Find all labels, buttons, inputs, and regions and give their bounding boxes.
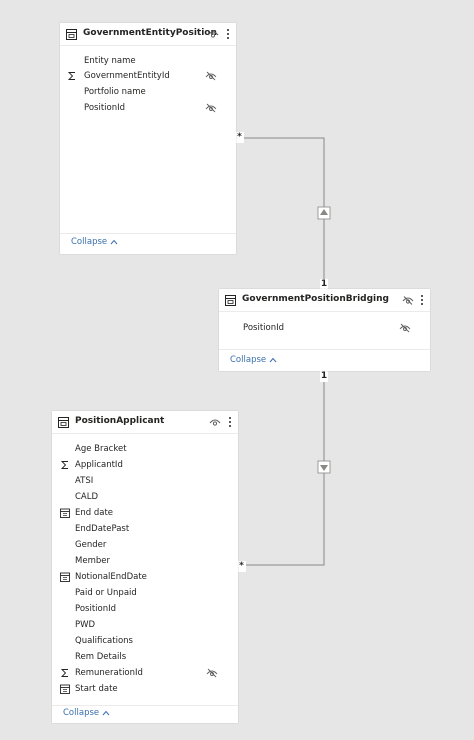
eye-slash-icon[interactable] <box>206 668 218 678</box>
field-row[interactable]: EndDatePast <box>75 524 130 534</box>
field-row[interactable]: RemunerationId <box>75 668 143 678</box>
table-icon <box>225 295 236 306</box>
table-card-government-position-bridging[interactable]: GovernmentPositionBridging PositionId Co… <box>219 289 430 371</box>
header-divider <box>52 433 238 434</box>
collapse-row <box>60 233 236 252</box>
table-title: GovernmentEntityPosition <box>83 28 217 38</box>
field-row[interactable]: Member <box>75 556 110 566</box>
table-card-government-entity-position[interactable]: GovernmentEntityPosition Entity name Gov… <box>60 23 236 254</box>
field-row[interactable]: Paid or Unpaid <box>75 588 137 598</box>
relationship-entity-to-bridge[interactable] <box>236 137 325 289</box>
table-card-header[interactable]: PositionApplicant <box>52 411 238 433</box>
field-row[interactable]: Rem Details <box>75 652 127 662</box>
more-options-icon[interactable] <box>226 28 230 40</box>
field-row[interactable]: Age Bracket <box>75 444 127 454</box>
table-card-header[interactable]: GovernmentPositionBridging <box>219 289 430 311</box>
eye-icon[interactable] <box>209 418 221 427</box>
collapse-row <box>52 705 238 724</box>
table-card-position-applicant[interactable]: PositionApplicant Age Bracket ApplicantI… <box>52 411 238 723</box>
filter-direction-down-icon <box>317 460 331 474</box>
collapse-button[interactable]: Collapse <box>230 355 277 365</box>
cardinality-many-label: * <box>235 132 244 143</box>
cardinality-one-label: 1 <box>320 371 328 382</box>
collapse-row <box>219 349 430 368</box>
table-icon <box>58 417 69 428</box>
field-row[interactable]: Gender <box>75 540 107 550</box>
field-row[interactable]: NotionalEndDate <box>75 572 147 582</box>
field-row[interactable]: ApplicantId <box>75 460 123 470</box>
field-row[interactable]: Qualifications <box>75 636 133 646</box>
sigma-icon <box>60 669 68 677</box>
calendar-icon <box>60 684 70 694</box>
header-divider <box>60 45 236 46</box>
eye-slash-icon[interactable] <box>205 103 217 113</box>
field-row[interactable]: Portfolio name <box>84 87 146 97</box>
collapse-label: Collapse <box>63 708 100 718</box>
field-row[interactable]: PWD <box>75 620 96 630</box>
calendar-icon <box>60 572 70 582</box>
table-icon <box>66 29 77 40</box>
sigma-icon <box>67 72 75 80</box>
filter-direction-up-icon <box>317 206 331 220</box>
eye-slash-icon[interactable] <box>205 71 217 81</box>
cardinality-many-label: * <box>237 561 246 572</box>
collapse-label: Collapse <box>71 237 108 247</box>
field-row[interactable]: PositionId <box>84 103 125 113</box>
field-row[interactable]: PositionId <box>75 604 116 614</box>
sigma-icon <box>60 461 68 469</box>
field-row[interactable]: ATSI <box>75 476 94 486</box>
field-row[interactable]: Start date <box>75 684 118 694</box>
chevron-up-icon <box>269 357 277 362</box>
field-row[interactable]: GovernmentEntityId <box>84 71 170 81</box>
cardinality-one-label: 1 <box>320 279 328 290</box>
collapse-label: Collapse <box>230 355 267 365</box>
field-row[interactable]: End date <box>75 508 114 518</box>
field-row[interactable]: Entity name <box>84 56 136 66</box>
field-row[interactable]: PositionId <box>243 323 284 333</box>
relationship-bridge-to-applicant[interactable] <box>238 371 325 566</box>
collapse-button[interactable]: Collapse <box>63 708 110 718</box>
table-title: GovernmentPositionBridging <box>242 294 389 304</box>
eye-slash-icon[interactable] <box>402 296 414 305</box>
chevron-up-icon <box>110 239 118 244</box>
field-row[interactable]: CALD <box>75 492 99 502</box>
eye-slash-icon[interactable] <box>399 323 411 333</box>
chevron-up-icon <box>102 710 110 715</box>
header-divider <box>219 311 430 312</box>
collapse-button[interactable]: Collapse <box>71 237 118 247</box>
more-options-icon[interactable] <box>228 416 232 428</box>
table-title: PositionApplicant <box>75 416 165 426</box>
table-card-header[interactable]: GovernmentEntityPosition <box>60 23 236 45</box>
eye-icon[interactable] <box>207 30 219 39</box>
more-options-icon[interactable] <box>420 294 424 306</box>
calendar-icon <box>60 508 70 518</box>
